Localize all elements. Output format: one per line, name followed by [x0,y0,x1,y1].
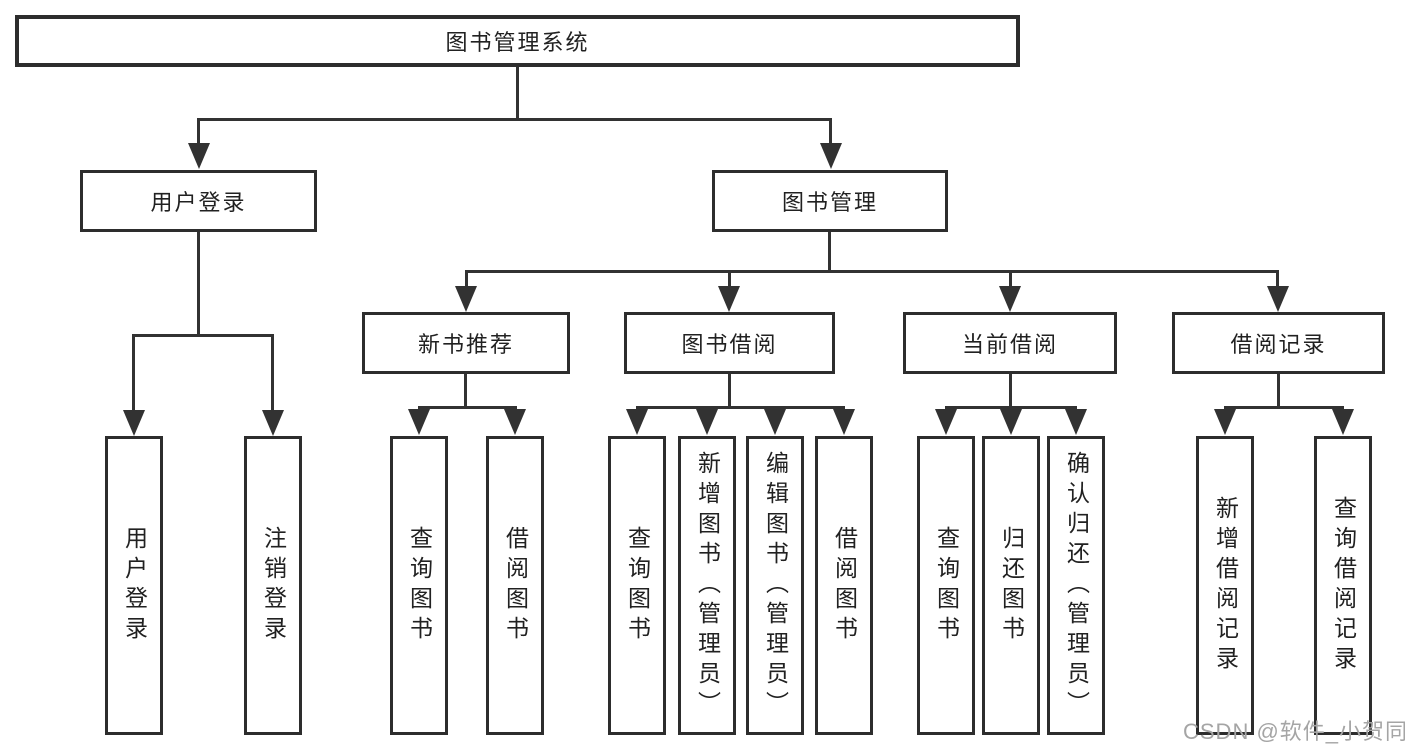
connector-line [197,118,200,146]
node-user-login: 用户登录 [80,170,317,232]
leaf-borrow-book: 借阅图书 [815,436,873,735]
leaf-borrow-book-label: 借阅图书 [831,525,858,646]
leaf-query-book-current: 查询图书 [917,436,975,735]
arrow-down-icon [123,410,145,436]
leaf-confirm-return-admin: 确认归还（管理员） [1047,436,1105,735]
connector-line [516,67,519,120]
node-book-borrow-label: 图书借阅 [681,332,778,357]
connector-line [828,232,831,273]
arrow-down-icon [833,409,855,435]
arrow-down-icon [1267,286,1289,312]
node-book-management-label: 图书管理 [781,190,878,215]
connector-line [1277,374,1280,409]
leaf-confirm-return-admin-label: 确认归还（管理员） [1063,450,1090,721]
leaf-edit-book-admin: 编辑图书（管理员） [746,436,804,735]
leaf-add-book-admin: 新增图书（管理员） [678,436,736,735]
leaf-borrow-book-recommend: 借阅图书 [486,436,544,735]
leaf-return-book-label: 归还图书 [998,525,1025,646]
leaf-query-book-recommend: 查询图书 [390,436,448,735]
arrow-down-icon [1000,409,1022,435]
connector-line [465,270,1279,273]
connector-line [132,334,274,337]
connector-line [465,270,468,287]
connector-line [1009,270,1012,287]
leaf-add-borrow-record: 新增借阅记录 [1196,436,1254,735]
connector-line [197,118,832,121]
leaf-query-borrow-record: 查询借阅记录 [1314,436,1372,735]
leaf-logout-label: 注销登录 [260,525,287,646]
node-root-label: 图书管理系统 [445,30,590,55]
connector-line [271,334,274,412]
node-new-book-recommend: 新书推荐 [362,312,570,374]
node-root: 图书管理系统 [15,15,1020,67]
connector-line [197,232,200,336]
leaf-query-book-borrow-label: 查询图书 [624,525,651,646]
leaf-edit-book-admin-label: 编辑图书（管理员） [762,450,789,721]
csdn-watermark: CSDN @软件_小贺同学 [1183,719,1405,744]
leaf-query-book-borrow: 查询图书 [608,436,666,735]
connector-line [829,118,832,146]
arrow-down-icon [188,143,210,169]
arrow-down-icon [1332,409,1354,435]
connector-line [132,334,135,412]
connector-line [418,406,517,409]
connector-line [636,406,845,409]
node-user-login-label: 用户登录 [150,190,247,215]
arrow-down-icon [935,409,957,435]
leaf-return-book: 归还图书 [982,436,1040,735]
connector-line [728,374,731,409]
leaf-query-book-recommend-label: 查询图书 [406,525,433,646]
leaf-user-login-label: 用户登录 [121,525,148,646]
leaf-add-borrow-record-label: 新增借阅记录 [1212,495,1239,676]
connector-line [1009,374,1012,409]
node-borrow-record-label: 借阅记录 [1230,332,1327,357]
arrow-down-icon [262,410,284,436]
node-current-borrow: 当前借阅 [903,312,1117,374]
connector-line [1276,270,1279,287]
connector-line [945,406,1077,409]
node-borrow-record: 借阅记录 [1172,312,1385,374]
arrow-down-icon [1065,409,1087,435]
arrow-down-icon [504,409,526,435]
arrow-down-icon [408,409,430,435]
node-book-management: 图书管理 [712,170,948,232]
leaf-user-login: 用户登录 [105,436,163,735]
arrow-down-icon [820,143,842,169]
node-new-book-recommend-label: 新书推荐 [417,332,514,357]
leaf-query-borrow-record-label: 查询借阅记录 [1330,495,1357,676]
connector-line [728,270,731,287]
arrow-down-icon [764,409,786,435]
connector-line [464,374,467,409]
arrow-down-icon [455,286,477,312]
arrow-down-icon [1214,409,1236,435]
leaf-borrow-book-recommend-label: 借阅图书 [502,525,529,646]
leaf-query-book-current-label: 查询图书 [933,525,960,646]
leaf-add-book-admin-label: 新增图书（管理员） [694,450,721,721]
arrow-down-icon [718,286,740,312]
connector-line [1224,406,1344,409]
leaf-logout: 注销登录 [244,436,302,735]
arrow-down-icon [999,286,1021,312]
arrow-down-icon [696,409,718,435]
node-book-borrow: 图书借阅 [624,312,835,374]
node-current-borrow-label: 当前借阅 [961,332,1058,357]
arrow-down-icon [626,409,648,435]
